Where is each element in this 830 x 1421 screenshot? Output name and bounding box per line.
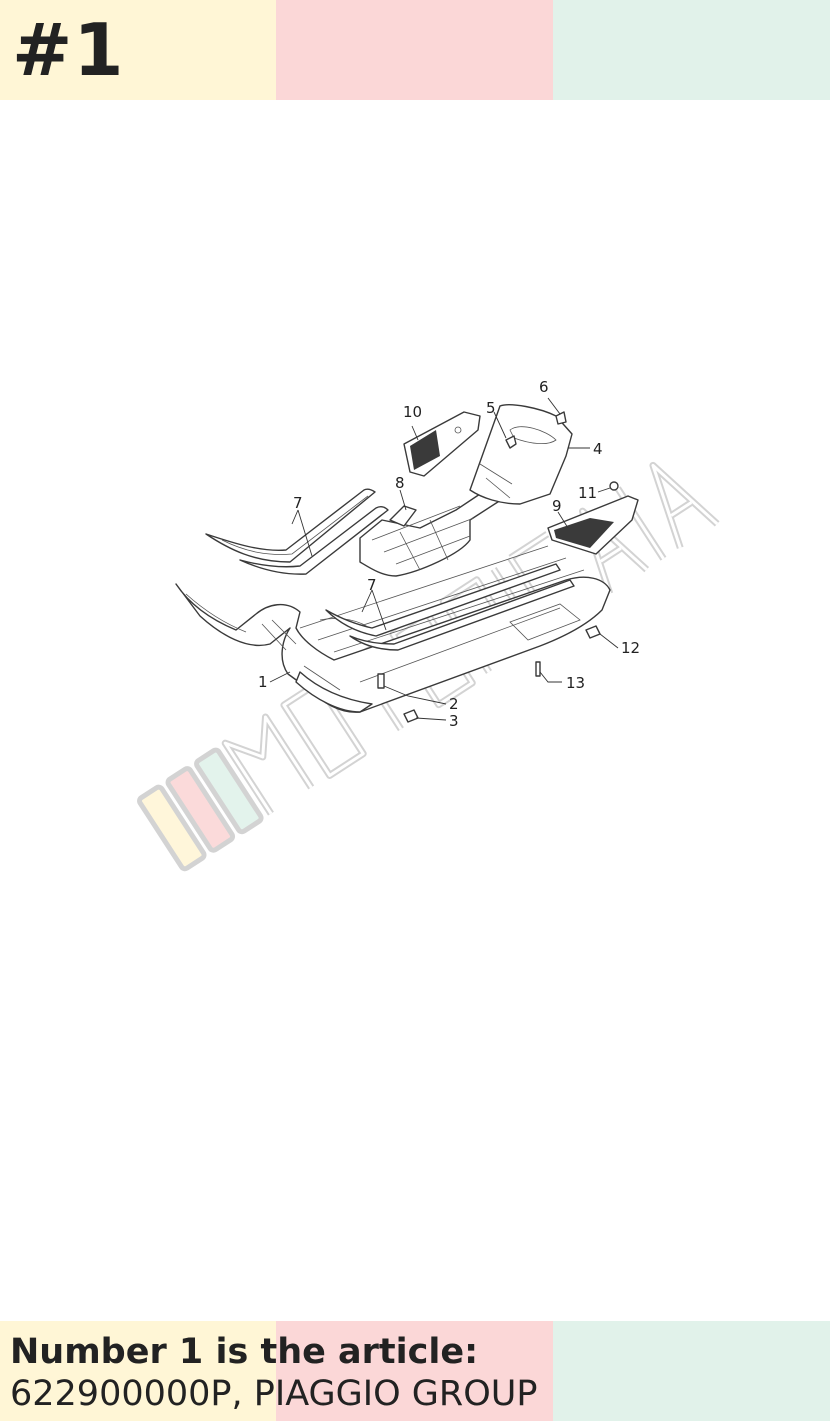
band-stripe-pink — [276, 1321, 553, 1421]
callout-7-middle: 7 — [367, 576, 377, 594]
glove-box-panel — [469, 404, 573, 505]
callout-3: 3 — [449, 712, 459, 730]
leader-lines — [269, 397, 619, 721]
callout-1: 1 — [258, 673, 268, 691]
callout-6: 6 — [539, 378, 549, 396]
clip-3 — [403, 709, 419, 723]
callout-5: 5 — [486, 399, 496, 417]
item-number-badge: #1 — [12, 8, 125, 92]
callout-4: 4 — [593, 440, 603, 458]
band-stripe-green — [553, 1321, 830, 1421]
callout-10: 10 — [403, 403, 422, 421]
callout-labels: 1 2 3 4 5 6 7 7 8 9 10 11 12 13 — [258, 378, 640, 730]
side-strip-upper — [205, 488, 389, 575]
callout-13: 13 — [566, 674, 585, 692]
clip-6 — [555, 411, 567, 425]
band-stripe-green — [553, 0, 830, 100]
footrest-mat-left — [403, 411, 481, 477]
screw-2 — [377, 673, 385, 689]
band-stripe-pink — [276, 0, 553, 100]
screw-11 — [609, 481, 619, 491]
band-stripe-yellow — [0, 0, 276, 100]
small-hardware — [377, 411, 619, 723]
center-floor-panel — [359, 491, 505, 577]
footer-band — [0, 1321, 830, 1421]
screw-5 — [505, 435, 517, 449]
header-band — [0, 0, 830, 100]
screw-13 — [535, 661, 541, 677]
callout-7-upper: 7 — [293, 494, 303, 512]
parts-diagram: 1 2 3 4 5 6 7 7 8 9 10 11 12 13 — [137, 378, 720, 872]
clip-12 — [585, 625, 601, 639]
footrest-mat-right — [547, 495, 639, 555]
callout-12: 12 — [621, 639, 640, 657]
callout-9: 9 — [552, 497, 562, 515]
side-strip-middle — [325, 563, 575, 651]
callout-11: 11 — [578, 484, 597, 502]
callout-2: 2 — [449, 695, 459, 713]
article-caption-heading: Number 1 is the article: — [10, 1332, 479, 1372]
band-stripe-yellow — [0, 1321, 276, 1421]
article-caption-code: 622900000P, PIAGGIO GROUP — [10, 1374, 538, 1414]
callout-8: 8 — [395, 474, 405, 492]
